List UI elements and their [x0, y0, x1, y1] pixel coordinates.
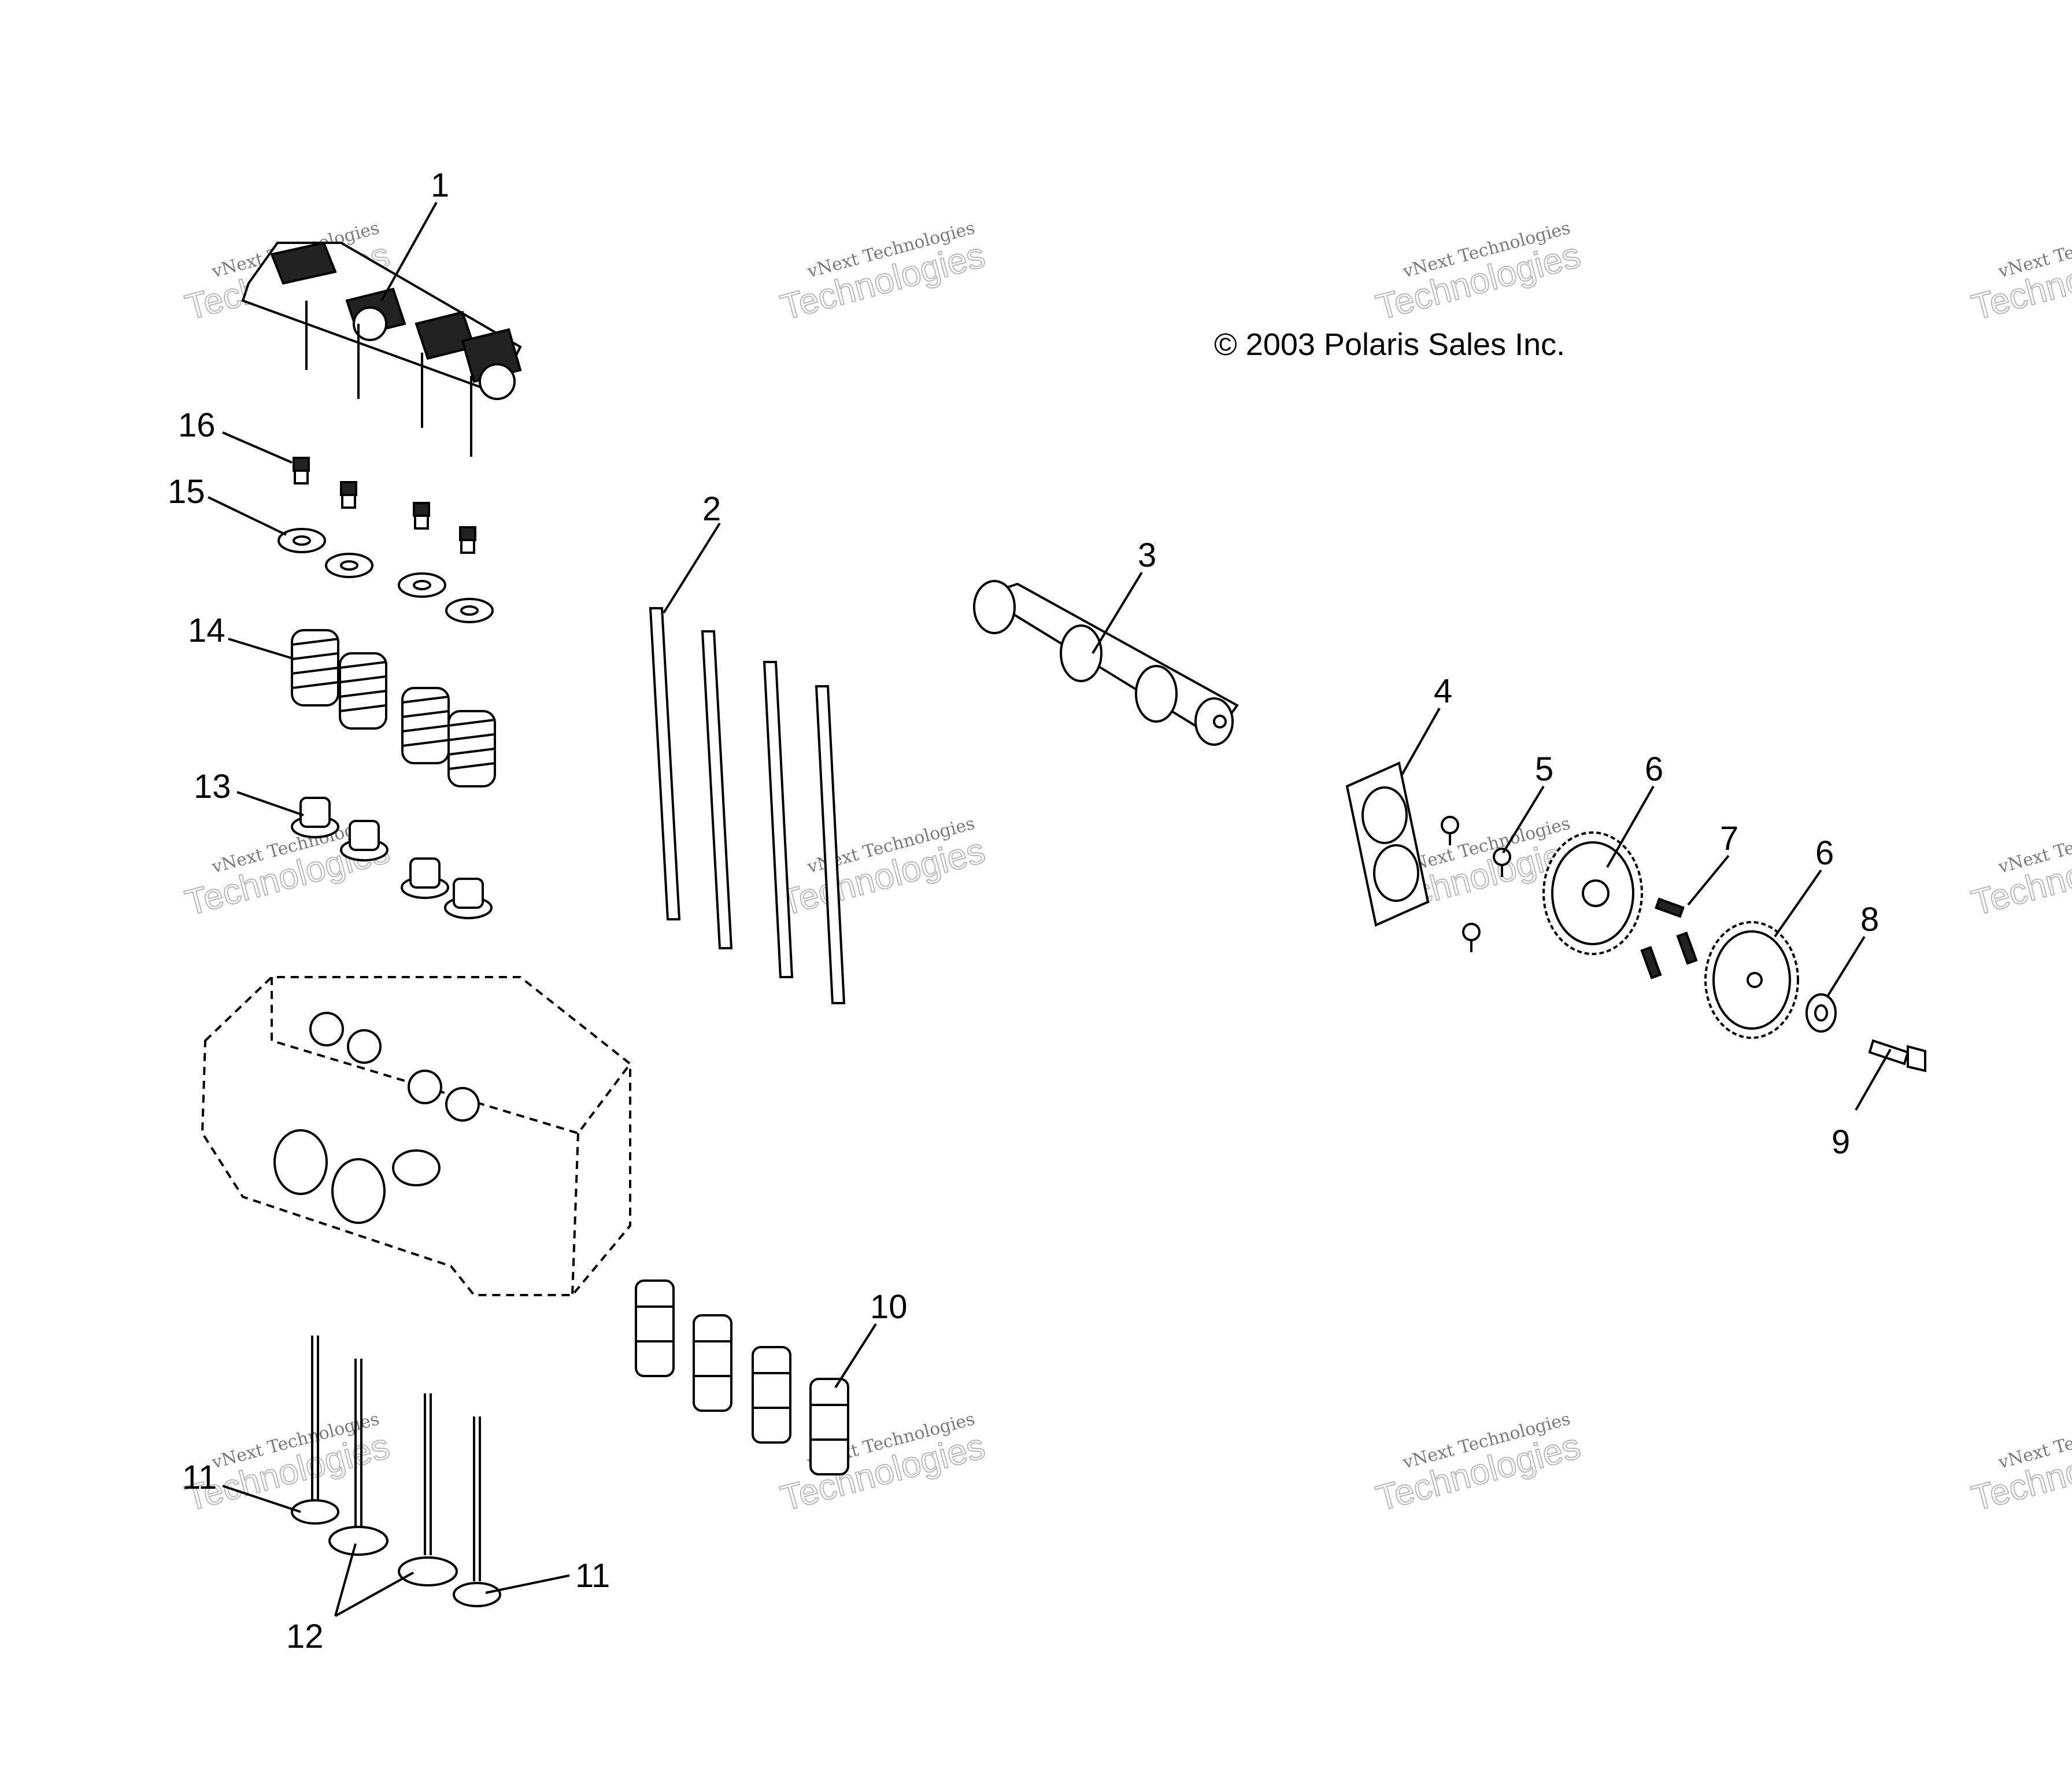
part-9-bolt: [1868, 1039, 1926, 1072]
part-10-valve-lifters: [635, 1279, 849, 1475]
watermark: vNext Technologies Technologies: [1371, 1409, 1585, 1519]
watermark: vNext Technologies Technologies: [776, 1409, 989, 1519]
callout-5: 5: [1535, 750, 1553, 788]
part-16-valve-keepers: [293, 457, 476, 554]
part-11-12-valves: [291, 1336, 501, 1607]
callout-2: 2: [702, 490, 721, 528]
part-13-valve-stem-seals: [291, 797, 493, 919]
part-6-gear-lower: [1704, 921, 1799, 1039]
callout-7: 7: [1720, 820, 1738, 857]
watermarks: vNext Technologies Technologies vNext Te…: [180, 218, 2072, 1519]
callout-4: 4: [1434, 672, 1452, 710]
callout-6-upper: 6: [1645, 750, 1663, 788]
part-5-screws: [1441, 816, 1511, 952]
watermark: vNext Technologies Technologies: [1371, 218, 1585, 328]
leader-lines: [208, 202, 1892, 1617]
callout-6-lower: 6: [1815, 834, 1834, 872]
copyright-text: © 2003 Polaris Sales Inc.: [1214, 327, 1565, 362]
callout-numbers: 1 2 3 4 5 6 7 6 8 9 10 11 11 12 13 14 15…: [168, 167, 1879, 1655]
watermark: vNext Technologies Technologies: [1967, 1409, 2072, 1519]
callout-11-upper: 11: [182, 1459, 217, 1496]
part-15-spring-retainers: [278, 528, 494, 623]
callout-15: 15: [168, 473, 205, 511]
part-7-keys: [1640, 897, 1698, 979]
callout-10: 10: [870, 1288, 908, 1326]
watermark: vNext Technologies Technologies: [1967, 218, 2072, 328]
watermark: vNext Technologies Technologies: [776, 218, 989, 328]
part-3-camshaft: [973, 580, 1239, 746]
part-4-gear-cover-plate: [1345, 761, 1430, 927]
watermark: vNext Technologies Technologies: [1967, 813, 2072, 924]
callout-3: 3: [1138, 537, 1156, 574]
part-6-gear-upper: [1542, 831, 1643, 955]
callout-8: 8: [1860, 901, 1879, 938]
callout-12: 12: [286, 1618, 324, 1655]
callout-14: 14: [188, 612, 225, 649]
part-14-valve-springs: [291, 629, 496, 787]
callout-16: 16: [178, 406, 216, 444]
part-1-rocker-arm-assembly: [241, 241, 522, 457]
callout-9: 9: [1832, 1123, 1850, 1161]
callout-1: 1: [431, 167, 449, 204]
callout-13: 13: [194, 768, 231, 805]
cylinder-head: [201, 976, 631, 1296]
callout-11-lower: 11: [575, 1557, 610, 1595]
part-8-washer: [1805, 993, 1837, 1033]
part-2-push-rods: [649, 607, 846, 1004]
watermark: vNext Technologies Technologies: [776, 813, 989, 924]
